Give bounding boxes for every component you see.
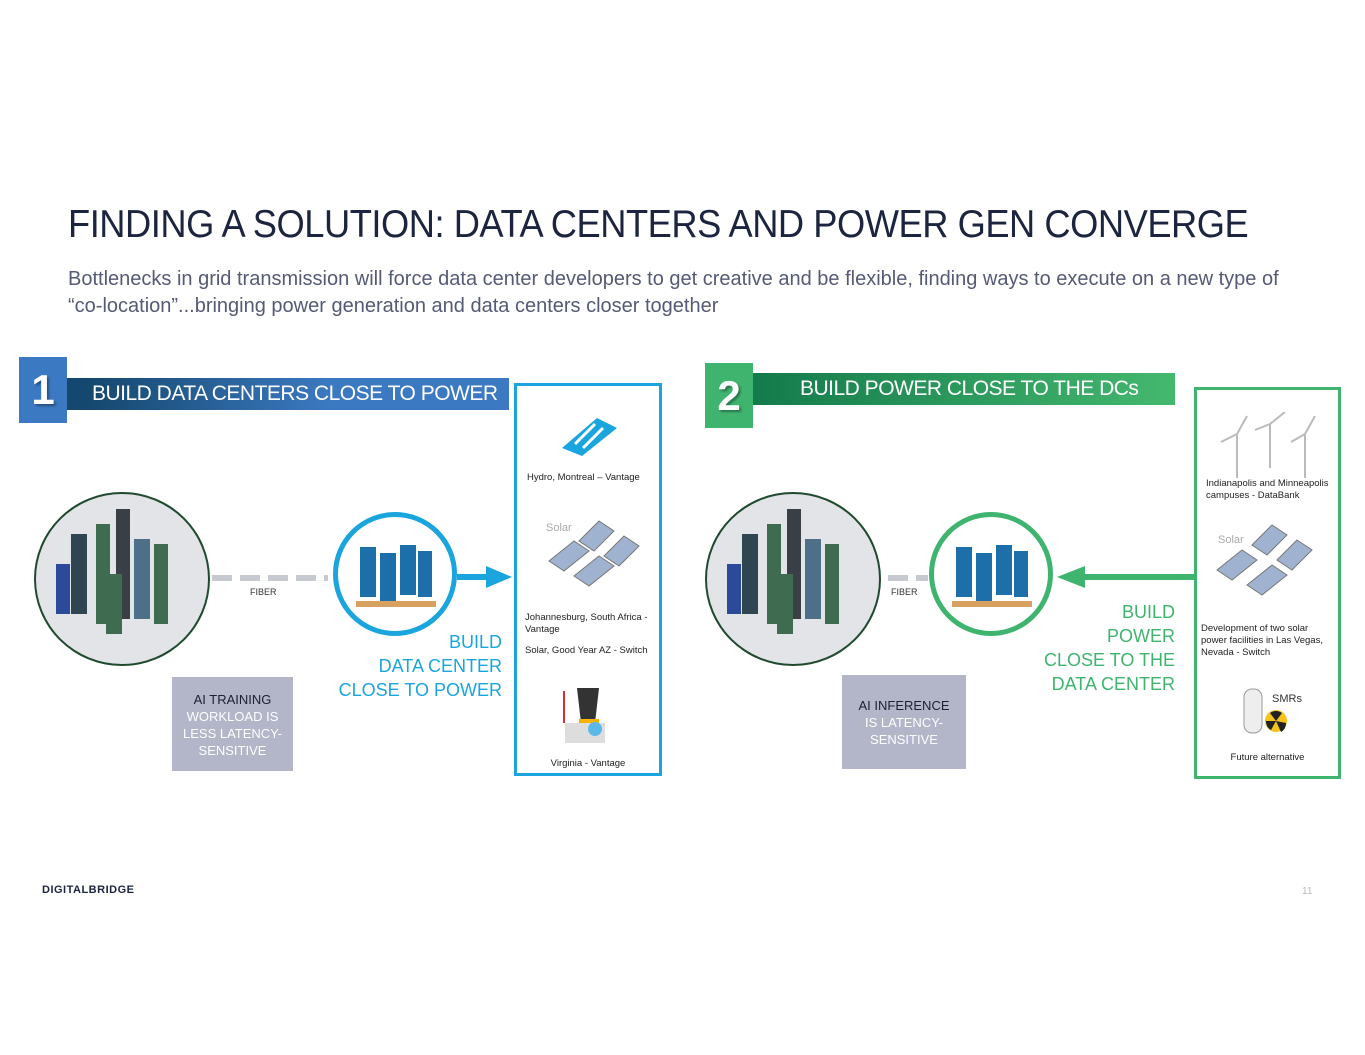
power-sources-box-2: Indianapolis and Minneapolis campuses - … [1194,387,1341,779]
section1-heading: BUILD DATA CENTERS CLOSE TO POWER [92,382,498,405]
callout-line: DATA CENTER [378,656,502,676]
wind-turbines-icon [1220,412,1316,478]
slide-title: FINDING A SOLUTION: DATA CENTERS AND POW… [68,203,1249,246]
section2-callout: BUILD POWER CLOSE TO THE DATA CENTER [1020,600,1175,696]
callout-line: BUILD [448,632,502,652]
section2-header-bar: BUILD POWER CLOSE TO THE DCs [750,373,1175,405]
ai-inference-box: AI INFERENCE IS LATENCY-SENSITIVE [842,675,966,769]
digitalbridge-logo: DIGITALBRIDGE [42,884,135,896]
arrow-head-2 [1057,566,1085,588]
callout-line: POWER [1106,626,1175,646]
smr-caption: Future alternative [1230,752,1305,763]
workload-text: IS LATENCY-SENSITIVE [864,715,944,747]
nuclear-caption: Virginia - Vantage [550,758,626,769]
data-center-icon-1 [333,512,457,636]
callout-line: CLOSE TO THE [1043,650,1175,670]
city-illustration-2 [705,492,881,666]
workload-text: WORKLOAD IS LESS LATENCY-SENSITIVE [183,709,282,758]
solar-label-1: Solar [546,522,572,534]
smr-label: SMRs [1272,693,1302,705]
solar-panels-icon-2 [1216,524,1313,596]
callout-line: CLOSE TO POWER [338,680,502,700]
workload-title: AI INFERENCE [858,698,950,713]
section1-number: 1 [19,357,67,423]
page-number: 11 [1302,886,1313,897]
nuclear-plant-icon [563,688,605,743]
fiber-link-2 [888,575,928,581]
smr-reactor-icon [1243,688,1287,734]
solar-panels-icon [548,520,640,587]
city-illustration [34,492,210,666]
section1-header-bar: BUILD DATA CENTERS CLOSE TO POWER [66,378,509,410]
section1-callout: BUILD DATA CENTER CLOSE TO POWER [330,630,502,702]
solar-caption-lasvegas: Development of two solar power facilitie… [1201,623,1323,658]
arrow-to-power [457,574,487,580]
power-sources-box-1: Hydro, Montreal – Vantage Solar Johannes… [514,383,662,776]
hydro-dam-icon [562,418,617,456]
arrow-head-1 [486,566,512,588]
workload-title: AI TRAINING [193,692,272,707]
slide-subtitle: Bottlenecks in grid transmission will fo… [68,268,1279,317]
solar-label-2: Solar [1218,534,1244,546]
section2-number: 2 [705,363,753,428]
callout-line: BUILD [1121,602,1175,622]
callout-line: DATA CENTER [1051,674,1175,694]
fiber-label-2: FIBER [891,587,918,597]
solar-caption-johannesburg: Johannesburg, South Africa - Vantage [525,612,648,635]
section2-heading: BUILD POWER CLOSE TO THE DCs [800,377,1139,400]
fiber-label-1: FIBER [250,587,277,597]
data-center-icon-2 [929,512,1053,636]
ai-training-box: AI TRAINING WORKLOAD IS LESS LATENCY-SEN… [172,677,293,771]
solar-caption-goodyear: Solar, Good Year AZ - Switch [525,645,648,656]
hydro-caption: Hydro, Montreal – Vantage [527,472,640,483]
arrow-to-dc [1084,574,1196,580]
wind-caption: Indianapolis and Minneapolis campuses - … [1206,478,1329,501]
fiber-link-1 [212,575,328,581]
